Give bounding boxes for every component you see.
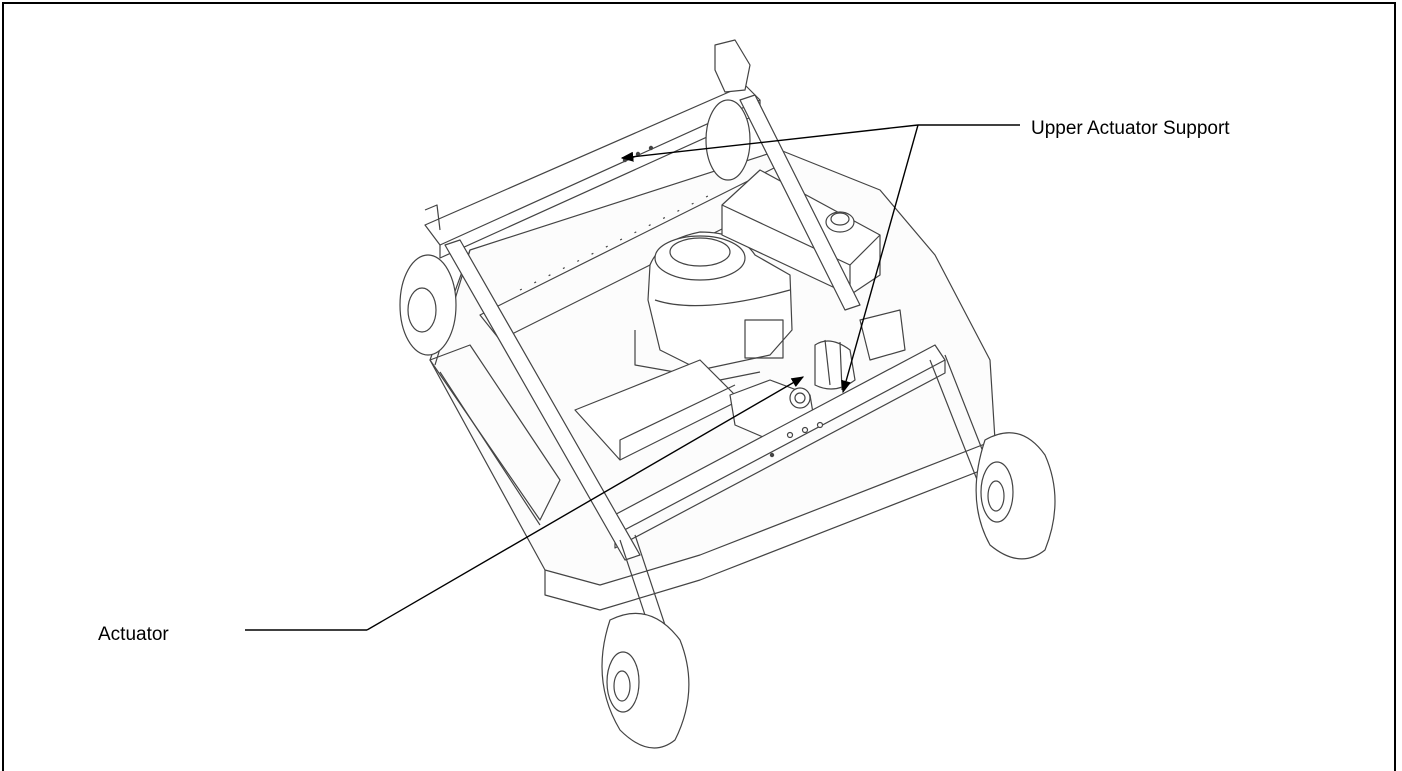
fuel-tank [721,169,881,296]
leader-upper-arrow-2 [841,124,919,394]
callout-leaders [245,124,1020,631]
label-actuator: Actuator [98,624,169,645]
leader-upper-arrow-1 [620,124,919,162]
wheel-front-left [601,612,690,749]
left-side-shield [429,344,561,526]
label-upper-actuator-support: Upper Actuator Support [1031,118,1230,139]
wheel-rear-left [399,254,457,356]
frame-arms [444,94,1001,661]
leader-actuator-arrow [366,376,805,631]
engine [634,231,793,381]
wheels [399,99,1056,749]
wheel-rear-right [705,99,751,181]
wheel-front-right [975,432,1056,560]
